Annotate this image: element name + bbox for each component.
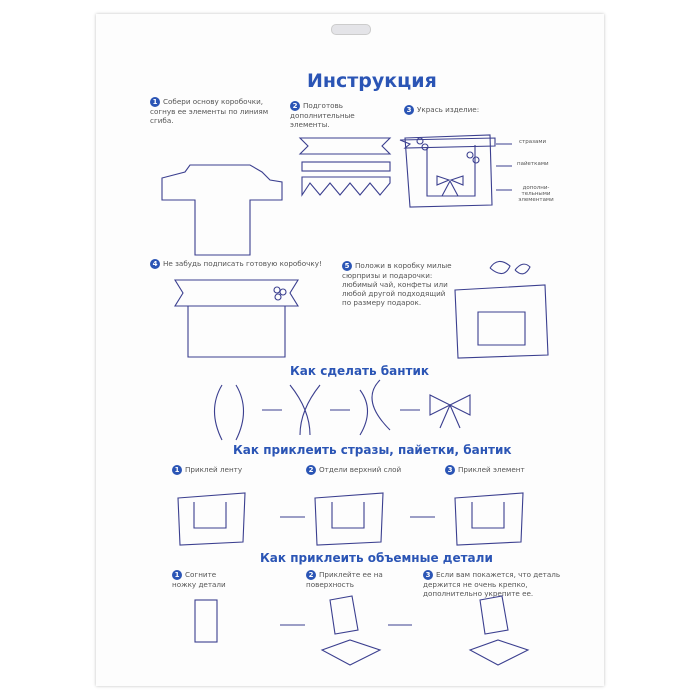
step-number: 1	[172, 570, 182, 580]
step-text: Приклейте ее на поверхность	[306, 570, 383, 589]
glue-box-2	[314, 492, 384, 546]
bow-section-title: Как сделать бантик	[290, 364, 430, 378]
step-number: 2	[306, 570, 316, 580]
ribbon-1	[298, 137, 392, 155]
step-text: Приклей элемент	[458, 465, 525, 474]
bow	[436, 175, 464, 197]
step-number: 4	[150, 259, 160, 269]
step-text: Не забудь подписать готовую коробочку!	[163, 259, 322, 268]
step-text: Укрась изделие:	[417, 105, 480, 114]
bow-step-2	[289, 384, 321, 436]
step-text: Подготовь дополнительные элементы.	[290, 101, 355, 129]
label-lines	[496, 143, 512, 191]
page-title: Инструкция	[307, 70, 437, 92]
step-text: Приклей ленту	[185, 465, 243, 474]
step-text: Положи в коробку милые сюрпризы и подаро…	[342, 261, 452, 307]
step-number: 3	[445, 465, 455, 475]
step-text: Если вам покажется, что деталь держится …	[423, 570, 561, 598]
rhinestone	[416, 137, 424, 145]
label-sequins: пайетками	[517, 161, 549, 167]
part-3	[468, 595, 530, 666]
step-text: Отдели верхний слой	[319, 465, 402, 474]
bow-step-1	[213, 384, 245, 441]
step-number: 1	[150, 97, 160, 107]
bow-final	[429, 394, 471, 429]
box-ribbon	[399, 137, 496, 149]
step-number: 3	[404, 105, 414, 115]
candy	[489, 260, 531, 275]
step-number: 5	[342, 261, 352, 271]
part-2	[320, 595, 382, 666]
ribbon-2	[301, 161, 391, 172]
step-text: Собери основу коробочки, согнув ее элеме…	[150, 97, 269, 125]
bow-step-3	[359, 379, 391, 436]
label-extra: дополни-тельными элементами	[518, 185, 554, 203]
step-text: Согните ножку детали	[172, 570, 226, 589]
glue-section-title: Как приклеить стразы, пайетки, бантик	[233, 443, 512, 457]
ribbon-3	[301, 176, 391, 197]
gift-box	[454, 284, 549, 359]
step-number: 2	[306, 465, 316, 475]
box-net	[161, 164, 283, 256]
hang-hole	[331, 24, 371, 35]
label-rhinestones: стразами	[519, 139, 547, 145]
volume-section-title: Как приклеить объемные детали	[260, 551, 493, 565]
step-number: 1	[172, 465, 182, 475]
signed-box	[174, 279, 299, 358]
decorated-box	[404, 134, 493, 208]
step-number: 2	[290, 101, 300, 111]
part-1	[194, 599, 218, 643]
dash	[280, 516, 435, 626]
step-number: 3	[423, 570, 433, 580]
glue-box-3	[454, 492, 524, 546]
glue-box-1	[177, 492, 246, 546]
